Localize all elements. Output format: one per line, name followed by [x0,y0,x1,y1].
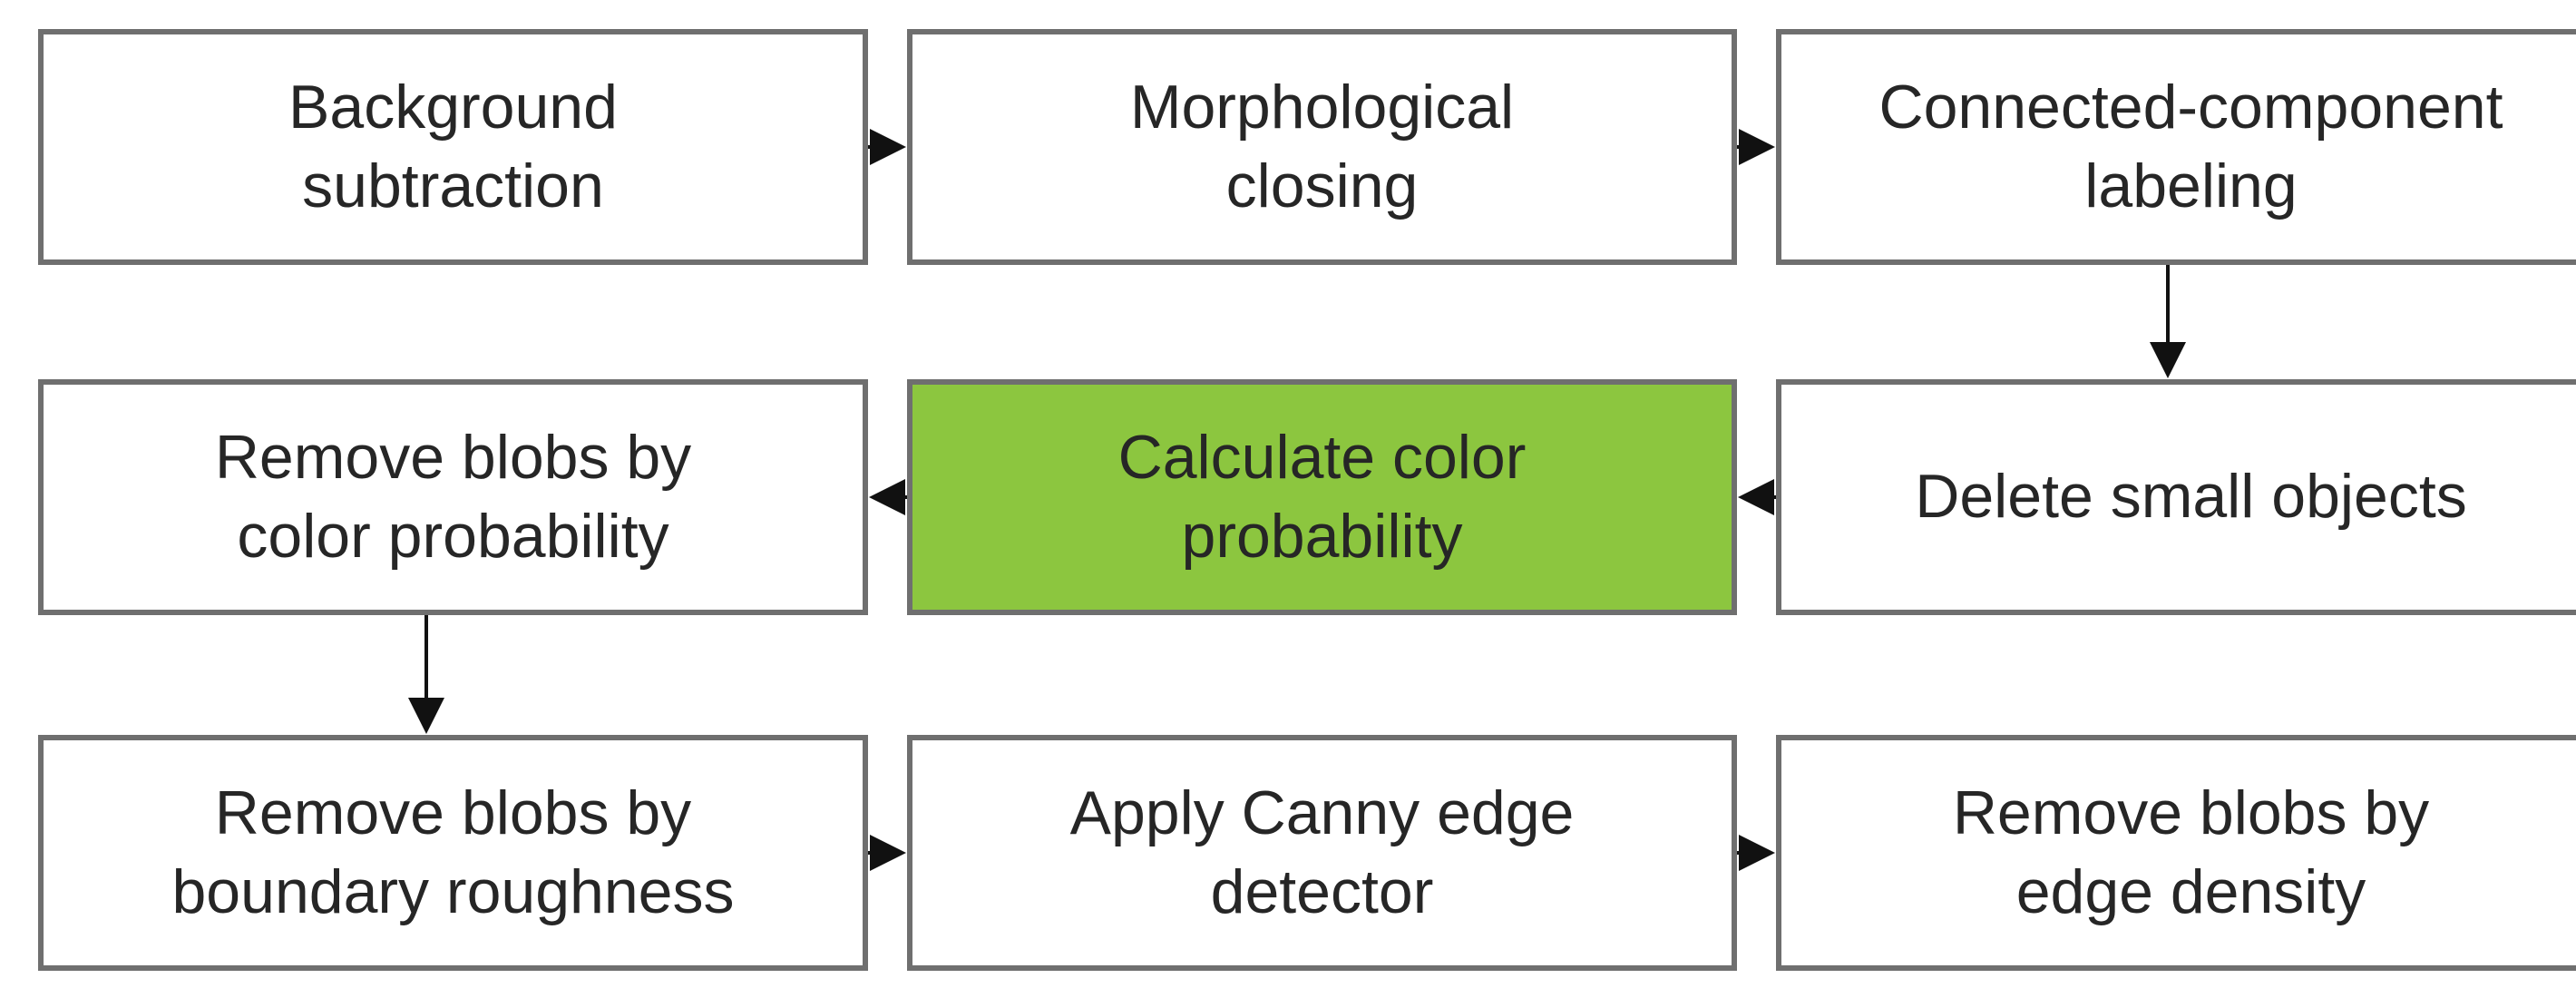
step-delete-small-objects: Delete small objects [1776,379,2576,615]
step-label-line2: labeling [2084,152,2298,220]
step-morphological-closing: Morphological closing [907,29,1737,265]
step-label-line1: Remove blobs by [214,778,692,847]
step-label-line2: color probability [237,502,669,571]
step-label-line1: Remove blobs by [1952,778,2430,847]
step-calculate-color-probability: Calculate color probability [907,379,1737,615]
step-label-line1: Remove blobs by [214,422,692,492]
step-apply-canny-edge-detector: Apply Canny edge detector [907,735,1737,971]
step-label-line2: edge density [2015,857,2366,926]
step-label-line1: Morphological [1129,72,1515,142]
step-label-line2: detector [1210,857,1434,926]
step-remove-blobs-color-probability: Remove blobs by color probability [38,379,868,615]
step-background-subtraction: Background subtraction [38,29,868,265]
step-remove-blobs-edge-density: Remove blobs by edge density [1776,735,2576,971]
step-label-line1: Apply Canny edge [1069,778,1575,847]
step-remove-blobs-boundary-roughness: Remove blobs by boundary roughness [38,735,868,971]
step-label-line2: closing [1225,152,1419,220]
step-label-line1: Delete small objects [1915,462,2467,532]
step-label-line1: Background [288,72,618,142]
step-label-line2: probability [1181,502,1463,571]
step-label-line2: subtraction [302,152,604,220]
step-connected-component-labeling: Connected-component labeling [1776,29,2576,265]
step-label-line1: Connected-component [1878,72,2503,142]
step-label-line1: Calculate color [1117,422,1527,492]
step-label-line2: boundary roughness [171,857,735,926]
